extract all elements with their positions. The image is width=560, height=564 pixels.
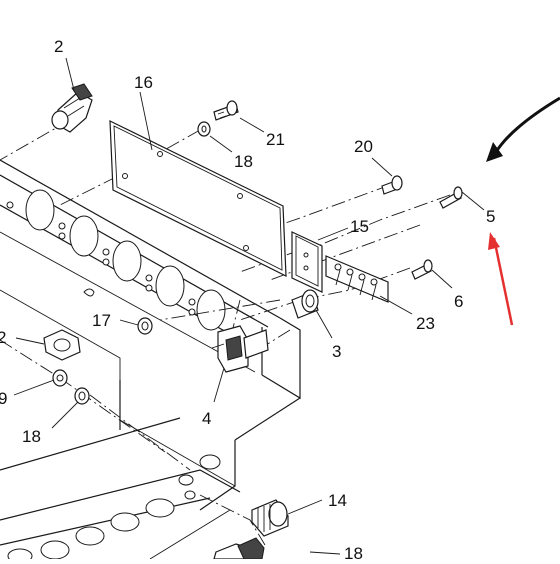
small-nut — [52, 369, 68, 387]
grommet — [137, 317, 153, 335]
callout-16: 16 — [134, 73, 153, 92]
curved-pointer-arrow-icon — [486, 96, 560, 162]
callout-18-upper: 18 — [234, 152, 253, 171]
callout-23: 23 — [416, 314, 435, 333]
callout-6: 6 — [454, 292, 463, 311]
screw-20 — [381, 175, 403, 195]
screw-5 — [439, 186, 463, 209]
connector-block — [211, 325, 269, 373]
callout-14: 14 — [328, 491, 347, 510]
callout-18-bottom: 18 — [344, 544, 363, 559]
washer-18-lower — [74, 387, 90, 405]
bottom-fitting — [213, 537, 265, 560]
callout-20: 20 — [354, 137, 373, 156]
callout-17: 17 — [92, 311, 111, 330]
screw-21 — [213, 100, 239, 121]
leader-lines — [13, 57, 485, 555]
lamp-socket-top — [51, 83, 93, 133]
screw-6 — [411, 259, 433, 280]
callout-3: 3 — [332, 342, 341, 361]
bushing — [291, 289, 319, 319]
hex-nut — [43, 329, 81, 361]
callout-4: 4 — [202, 409, 211, 428]
cover-plate — [109, 120, 287, 277]
connector-strip — [325, 255, 389, 303]
washer-18-upper — [197, 121, 211, 137]
callout-2-left: 2 — [0, 328, 6, 347]
rail-holes-upper — [6, 189, 226, 331]
straight-pointer-arrow-icon — [488, 232, 514, 326]
callout-labels: 2 16 21 18 20 15 5 6 23 17 3 2 9 18 4 14… — [0, 37, 495, 563]
callout-5: 5 — [486, 207, 495, 226]
callout-2-top: 2 — [54, 37, 63, 56]
callout-9: 9 — [0, 389, 7, 408]
rail-holes-lower — [7, 454, 221, 564]
callout-21: 21 — [266, 130, 285, 149]
plug — [251, 499, 289, 537]
callout-18-lower: 18 — [22, 427, 41, 446]
bracket — [291, 231, 323, 293]
callout-15: 15 — [350, 217, 369, 236]
